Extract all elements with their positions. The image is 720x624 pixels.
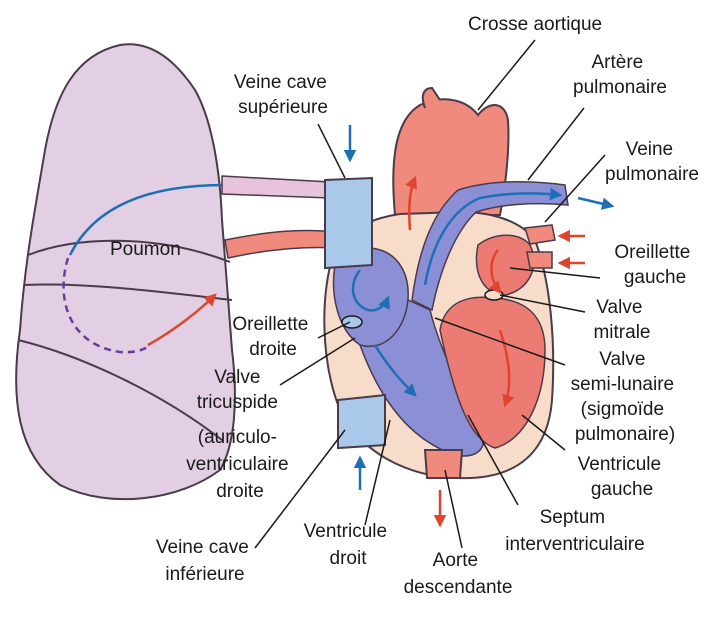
label-valve-tricuspide: Valve tricuspide (auriculo- ventriculair… — [186, 367, 294, 502]
flow-pulm-out — [577, 196, 615, 210]
label-oreillette-droite: Oreillette droite — [232, 314, 313, 360]
flow-lv — [498, 329, 515, 408]
label-veine-cave-superieure: Veine cave supérieure — [234, 72, 332, 118]
pulmonary-vein-right-2 — [526, 251, 553, 269]
label-veine-cave-inferieure: Veine cave inférieure — [156, 537, 254, 585]
pulmonary-trunk — [411, 181, 569, 312]
labels: Crosse aortique Artère pulmonaire Veine … — [110, 14, 699, 598]
label-crosse-aortique: Crosse aortique — [468, 14, 602, 35]
flow-ra — [351, 269, 390, 312]
lung-flow-blue — [68, 183, 226, 256]
pulmonary-vein-right-1 — [524, 224, 556, 245]
leader-ventricule-gauche — [521, 414, 566, 451]
descending-aorta — [423, 449, 464, 479]
leader-artere-pulmonaire — [527, 107, 585, 181]
label-oreillette-gauche: Oreillette gauche — [614, 242, 695, 288]
label-ventricule-gauche: Ventricule gauche — [578, 454, 667, 500]
tricuspid-valve — [341, 315, 363, 329]
lung-flow-dashed — [62, 257, 149, 354]
flow-la — [488, 249, 502, 294]
leader-veine-cave-inf — [254, 429, 346, 549]
flow-rv — [373, 344, 417, 397]
label-artere-pulmonaire: Artère pulmonaire — [573, 52, 667, 98]
flow-aorta-up — [405, 175, 417, 231]
leader-valve-mitrale — [499, 294, 586, 313]
label-aorte-descendante: Aorte descendante — [404, 550, 513, 598]
leader-aorte-descendante — [444, 469, 463, 549]
superior-vena-cava — [324, 176, 373, 270]
lung-fissure-upper — [27, 239, 231, 263]
pulmonary-artery-to-lung — [221, 175, 331, 199]
flow-pulm-trunk — [423, 187, 563, 286]
lung — [15, 43, 236, 501]
leader-lines — [254, 39, 606, 549]
label-veine-pulmonaire: Veine pulmonaire — [605, 139, 699, 185]
leader-valve-semi-lunaire — [434, 317, 566, 366]
leader-veine-cave-sup — [317, 123, 346, 179]
leader-veine-pulmonaire — [544, 154, 606, 223]
label-poumon: Poumon — [110, 239, 181, 260]
lung-shape — [15, 43, 236, 501]
label-valve-mitrale: Valve mitrale — [593, 297, 650, 343]
leader-oreillette-droite — [317, 321, 351, 339]
lung-flow-red — [147, 293, 217, 347]
aortic-branch-1 — [421, 86, 441, 109]
leader-oreillette-gauche — [509, 267, 601, 279]
leader-septum — [467, 414, 519, 506]
label-ventricule-droit: Ventricule droit — [304, 521, 393, 569]
leader-ventricule-droit — [364, 419, 391, 526]
lung-fissure-lower — [17, 339, 223, 441]
left-ventricle — [439, 296, 546, 449]
inferior-vena-cava — [337, 393, 386, 450]
leader-valve-tricuspide — [279, 337, 356, 386]
leader-crosse-aortique — [477, 39, 536, 111]
left-atrium — [475, 234, 535, 296]
heart — [323, 86, 615, 528]
label-valve-semi-lunaire: Valve semi-lunaire (sigmoïde pulmonaire) — [571, 349, 680, 445]
label-septum: Septum interventriculaire — [505, 507, 644, 555]
pulmonary-vein-from-lung — [224, 229, 336, 259]
